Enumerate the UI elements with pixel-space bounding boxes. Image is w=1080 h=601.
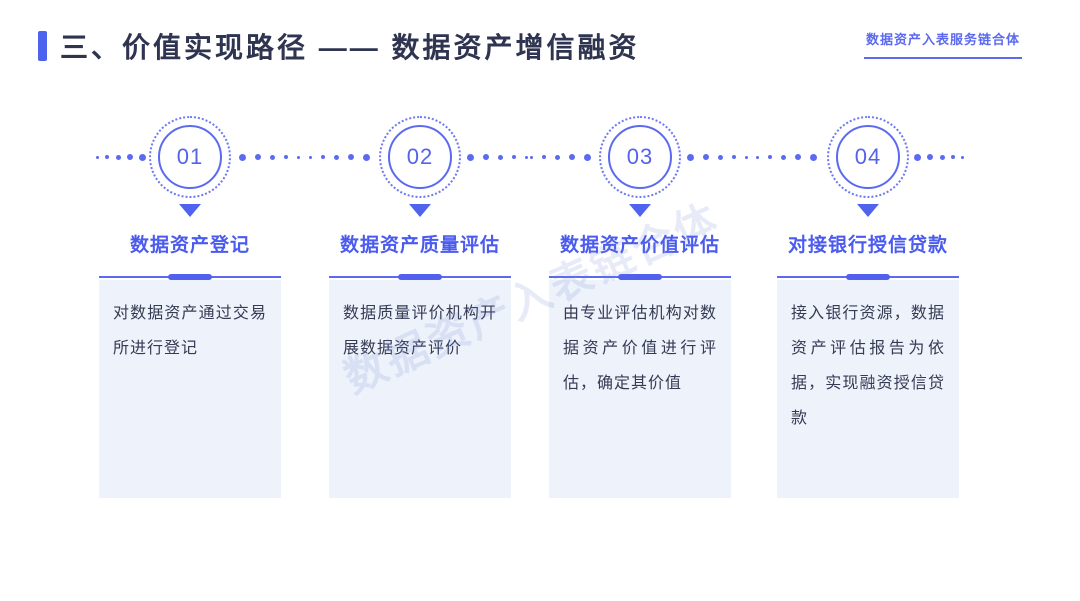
arrow-down-icon (409, 204, 431, 217)
step-title: 对接银行授信贷款 (787, 235, 948, 256)
step-divider (99, 274, 281, 280)
connector-dots (96, 150, 146, 164)
step-title: 数据资产登记 (129, 235, 250, 256)
step-description-card: 对数据资产通过交易所进行登记 (99, 280, 281, 498)
step-divider (777, 274, 959, 280)
step-number-circle: 02 (388, 125, 452, 189)
dot (927, 154, 934, 160)
dot-group (239, 153, 300, 161)
step-number: 04 (854, 144, 882, 169)
step-description-card: 接入银行资源，数据资产评估报告为依据，实现融资授信贷款 (777, 280, 959, 498)
page-title: 三、价值实现路径 —— 数据资产增信融资 (60, 32, 640, 63)
dot-group (530, 153, 591, 161)
arrow-down-icon (629, 204, 651, 217)
step-number-ring: 01 (149, 116, 231, 198)
step-number: 01 (176, 144, 204, 169)
divider-pill (846, 274, 890, 280)
dot (126, 154, 133, 160)
dot (115, 154, 121, 160)
step-divider (549, 274, 731, 280)
dot (96, 155, 99, 159)
dot (914, 153, 921, 161)
connector-dots (687, 150, 817, 164)
step-title: 数据资产质量评估 (339, 235, 500, 256)
connector-dots (467, 150, 591, 164)
dot (939, 154, 945, 160)
step-column-4: 04 对接银行授信贷款 接入银行资源，数据资产评估报告为依据，实现融资授信贷款 (777, 116, 959, 498)
step-number-circle: 01 (158, 125, 222, 189)
arrow-down-icon (179, 204, 201, 217)
step-description: 由专业评估机构对数据资产价值进行评估，确定其价值 (563, 305, 717, 392)
dot (139, 153, 146, 161)
step-column-3: 03 数据资产价值评估 由专业评估机构对数据资产价值进行评估，确定其价值 (549, 116, 731, 498)
dot-group (309, 153, 370, 161)
step-number-ring: 04 (827, 116, 909, 198)
connector-dots (914, 150, 964, 164)
step-number-circle: 03 (608, 125, 672, 189)
dot-group (756, 153, 817, 161)
dot (950, 155, 955, 159)
divider-pill (168, 274, 212, 280)
dot (961, 155, 964, 159)
step-number-circle: 04 (836, 125, 900, 189)
connector-dots (239, 150, 370, 164)
step-number-ring: 03 (599, 116, 681, 198)
step-description: 对数据资产通过交易所进行登记 (113, 305, 267, 357)
step-description-card: 由专业评估机构对数据资产价值进行评估，确定其价值 (549, 280, 731, 498)
step-column-1: 01 数据资产登记 对数据资产通过交易所进行登记 (99, 116, 281, 498)
dot-group (687, 153, 748, 161)
divider-pill (398, 274, 442, 280)
step-description: 数据质量评价机构开展数据资产评价 (343, 305, 497, 357)
dot (105, 155, 110, 159)
dot-group (467, 153, 528, 161)
step-number: 03 (626, 144, 654, 169)
step-description-card: 数据质量评价机构开展数据资产评价 (329, 280, 511, 498)
divider-pill (618, 274, 662, 280)
step-number: 02 (406, 144, 434, 169)
step-description: 接入银行资源，数据资产评估报告为依据，实现融资授信贷款 (791, 305, 945, 427)
step-divider (329, 274, 511, 280)
title-accent-bar (38, 31, 47, 61)
step-number-ring: 02 (379, 116, 461, 198)
step-column-2: 02 数据资产质量评估 数据质量评价机构开展数据资产评价 (329, 116, 511, 498)
corner-brand-label: 数据资产入表服务链合体 (864, 29, 1023, 59)
arrow-down-icon (857, 204, 879, 217)
step-title: 数据资产价值评估 (559, 235, 720, 256)
